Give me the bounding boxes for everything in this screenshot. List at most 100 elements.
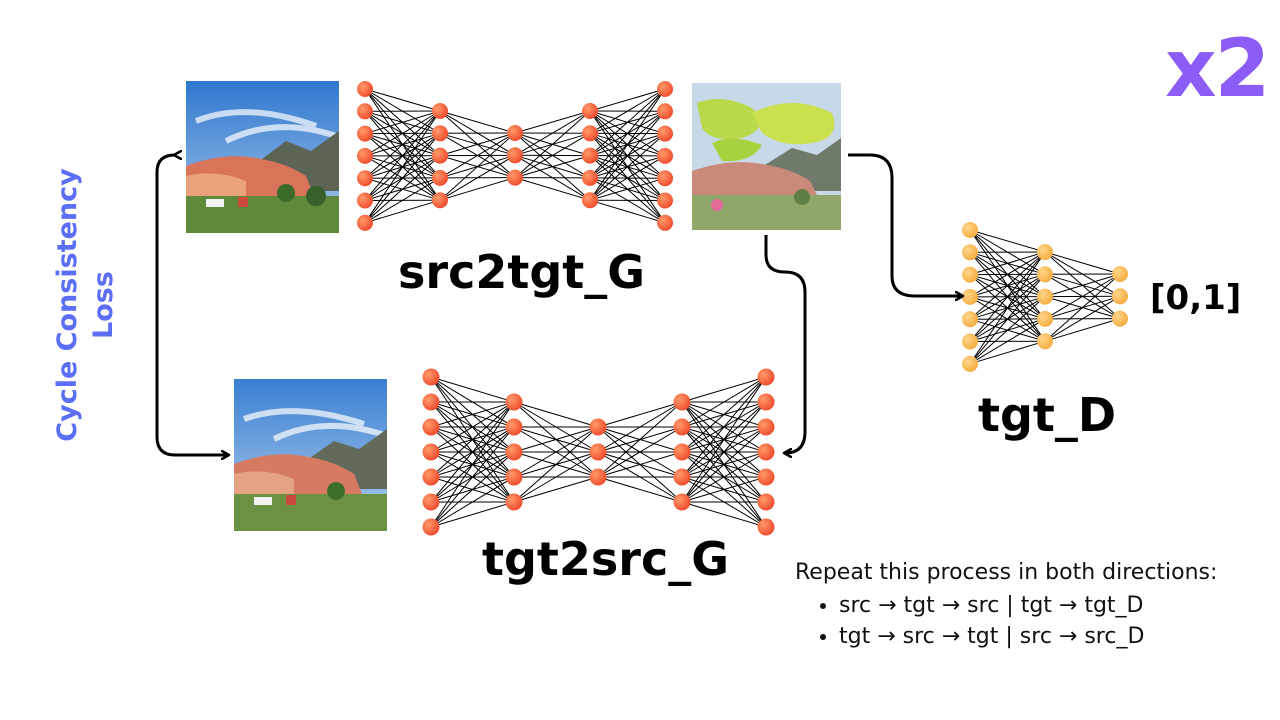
network-edge: [430, 401, 515, 428]
network-edge: [589, 88, 666, 201]
network-node: [507, 169, 523, 186]
network-node: [962, 222, 978, 238]
network-node: [962, 244, 978, 261]
network-node: [432, 103, 448, 119]
network-edge: [589, 88, 666, 112]
network-edge: [513, 401, 599, 428]
network-edge: [1044, 318, 1121, 342]
network-edge: [589, 88, 666, 134]
network-edge: [597, 451, 683, 478]
network-node: [582, 147, 598, 164]
network-edge: [430, 426, 515, 528]
network-edge: [1044, 251, 1121, 275]
network-edge: [589, 155, 666, 201]
network-node: [505, 493, 523, 511]
network-node: [507, 147, 523, 164]
network-edge: [589, 88, 666, 156]
network-node: [505, 443, 523, 461]
network-edge: [513, 451, 599, 503]
network-edge: [364, 110, 441, 157]
cycle-label-line2: Loss: [88, 271, 119, 339]
network-node: [422, 443, 440, 461]
network-node: [962, 355, 978, 372]
network-edge: [514, 110, 591, 156]
network-edge: [364, 177, 441, 224]
network-edge: [513, 426, 599, 503]
tgt-discriminator-network: [962, 222, 1128, 372]
direction-note: Repeat this process in both directions: …: [795, 560, 1217, 655]
network-node: [657, 103, 673, 120]
network-edge: [1044, 295, 1121, 342]
network-edge: [513, 476, 599, 503]
src2tgt-generator-label: src2tgt_G: [398, 245, 646, 299]
network-node: [657, 81, 673, 97]
network-edge: [514, 132, 591, 179]
network-edge: [430, 376, 515, 403]
network-edge: [364, 155, 441, 224]
network-edge: [1044, 273, 1121, 298]
network-edge: [969, 251, 1046, 342]
network-node: [432, 125, 448, 142]
network-node: [673, 393, 691, 411]
network-node: [757, 443, 775, 461]
network-node: [582, 103, 598, 119]
network-edge: [969, 251, 1046, 320]
network-node: [422, 368, 440, 386]
network-edge: [597, 401, 683, 453]
network-node: [757, 418, 775, 436]
network-node: [505, 393, 523, 411]
network-node: [422, 418, 440, 436]
network-edge: [364, 110, 441, 179]
network-edge: [430, 501, 515, 528]
network-edge: [364, 132, 441, 224]
network-node: [1112, 310, 1128, 327]
network-node: [422, 468, 440, 486]
network-node: [589, 468, 607, 486]
network-node: [357, 192, 373, 209]
network-edge: [681, 376, 767, 428]
network-node: [582, 192, 598, 209]
network-node: [1112, 266, 1128, 282]
network-edge: [514, 110, 591, 134]
network-node: [757, 393, 775, 411]
cycle-label-line1: Cycle Consistency: [52, 168, 83, 442]
network-node: [1037, 266, 1053, 283]
network-edge: [597, 401, 683, 478]
network-edge: [514, 177, 591, 201]
network-edge: [681, 376, 767, 503]
network-edge: [681, 426, 767, 503]
network-edge: [439, 154, 516, 201]
network-node: [962, 266, 978, 283]
network-edge: [681, 376, 767, 453]
note-list: src → tgt → src | tgt → tgt_D tgt → src …: [795, 593, 1217, 649]
network-edge: [589, 88, 666, 179]
network-node: [657, 170, 673, 187]
network-node: [357, 147, 373, 164]
network-edge: [364, 110, 441, 201]
network-node: [962, 333, 978, 350]
network-node: [507, 125, 523, 141]
network-node: [657, 192, 673, 209]
network-edge: [589, 177, 666, 201]
network-node: [582, 169, 598, 186]
network-edge: [681, 451, 767, 503]
network-edge: [589, 110, 666, 201]
note-item: src → tgt → src | tgt → tgt_D: [839, 593, 1217, 618]
network-edge: [439, 110, 516, 134]
network-node: [432, 192, 448, 209]
network-node: [757, 468, 775, 486]
network-edge: [681, 401, 767, 503]
network-node: [1037, 288, 1053, 305]
network-node: [357, 125, 373, 142]
network-edge: [1044, 273, 1121, 320]
network-edge: [969, 229, 1046, 253]
network-edge: [969, 340, 1046, 365]
network-node: [432, 169, 448, 186]
network-node: [357, 214, 373, 231]
network-edge: [513, 426, 599, 478]
network-edge: [513, 426, 599, 453]
network-node: [673, 418, 691, 436]
network-node: [962, 311, 978, 328]
network-node: [757, 368, 775, 386]
